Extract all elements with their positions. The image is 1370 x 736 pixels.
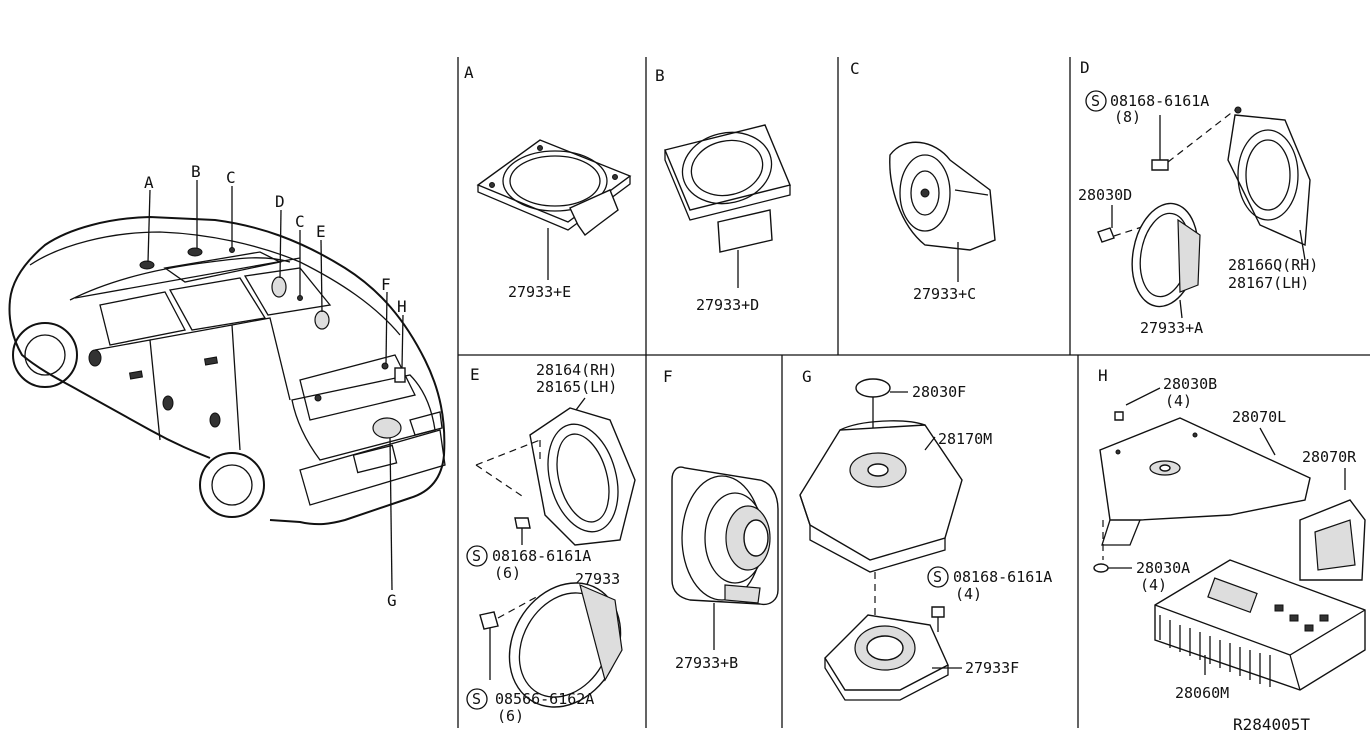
vehicle-callout: A [144, 173, 154, 192]
vehicle-callout: C [295, 212, 305, 231]
panel-g: G 28030F 28170M S 08168-6161A (4) 27933F [799, 367, 1052, 701]
part-number: 28167(LH) [1228, 274, 1309, 292]
panel-d: D S 08168-6161A (8) 28166Q(RH) 28167(LH)… [1078, 58, 1318, 337]
part-number: 28030A [1136, 559, 1190, 577]
quantity: (8) [1114, 108, 1141, 126]
part-number: 28170M [938, 430, 992, 448]
vehicle-callout: G [387, 591, 397, 610]
panel-letter: F [663, 367, 673, 386]
vehicle-callout: B [191, 162, 201, 181]
vehicle-callout: D [275, 192, 285, 211]
part-number: 28070L [1232, 408, 1286, 426]
panel-a: A 27933+E [464, 63, 632, 301]
panel-f: F 27933+B [663, 367, 779, 672]
part-number: 08566-6162A [495, 690, 594, 708]
panel-letter: D [1080, 58, 1090, 77]
part-number: 27933+C [913, 285, 976, 303]
screw-symbol: S [472, 690, 481, 708]
panel-letter: C [850, 59, 860, 78]
vehicle-illustration: A B C D C E F H G [8, 162, 446, 610]
panel-letter: H [1098, 366, 1108, 385]
part-number: 27933+D [696, 296, 759, 314]
quantity: (6) [494, 564, 521, 582]
quantity: (4) [955, 585, 982, 603]
screw-symbol: S [1091, 92, 1100, 110]
part-number: 28030D [1078, 186, 1132, 204]
part-number: 28165(LH) [536, 378, 617, 396]
diagram-id: R284005T [1233, 715, 1310, 734]
panel-letter: B [655, 66, 665, 85]
panel-e: E 28164(RH) 28165(LH) S 08168-6161A (6) … [466, 361, 636, 725]
part-number: 28070R [1302, 448, 1357, 466]
quantity: (6) [497, 707, 524, 725]
part-number: 27933F [965, 659, 1019, 677]
panel-letter: E [470, 365, 480, 384]
quantity: (4) [1140, 576, 1167, 594]
part-number: 28164(RH) [536, 361, 617, 379]
panel-letter: G [802, 367, 812, 386]
part-number: 27933+A [1140, 319, 1203, 337]
quantity: (4) [1165, 392, 1192, 410]
panel-c: C 27933+C [850, 59, 996, 303]
panel-grid [457, 57, 1370, 728]
part-number: 28030F [912, 383, 966, 401]
screw-symbol: S [472, 547, 481, 565]
part-number: 08168-6161A [953, 568, 1052, 586]
panel-h: H 28030B (4) 28070L 28070R 28030A (4) [1093, 366, 1366, 702]
panel-b: B 27933+D [655, 66, 791, 314]
vehicle-callout: C [226, 168, 236, 187]
part-number: 28166Q(RH) [1228, 256, 1318, 274]
part-number: 27933+E [508, 283, 571, 301]
vehicle-callout: F [381, 275, 391, 294]
part-number: 08168-6161A [1110, 92, 1209, 110]
screw-symbol: S [933, 568, 942, 586]
part-number: 27933+B [675, 654, 738, 672]
vehicle-callout: H [397, 297, 407, 316]
panel-letter: A [464, 63, 474, 82]
part-number: 08168-6161A [492, 547, 591, 565]
part-number: 28060M [1175, 684, 1229, 702]
part-number: 28030B [1163, 375, 1217, 393]
vehicle-callout: E [316, 222, 326, 241]
